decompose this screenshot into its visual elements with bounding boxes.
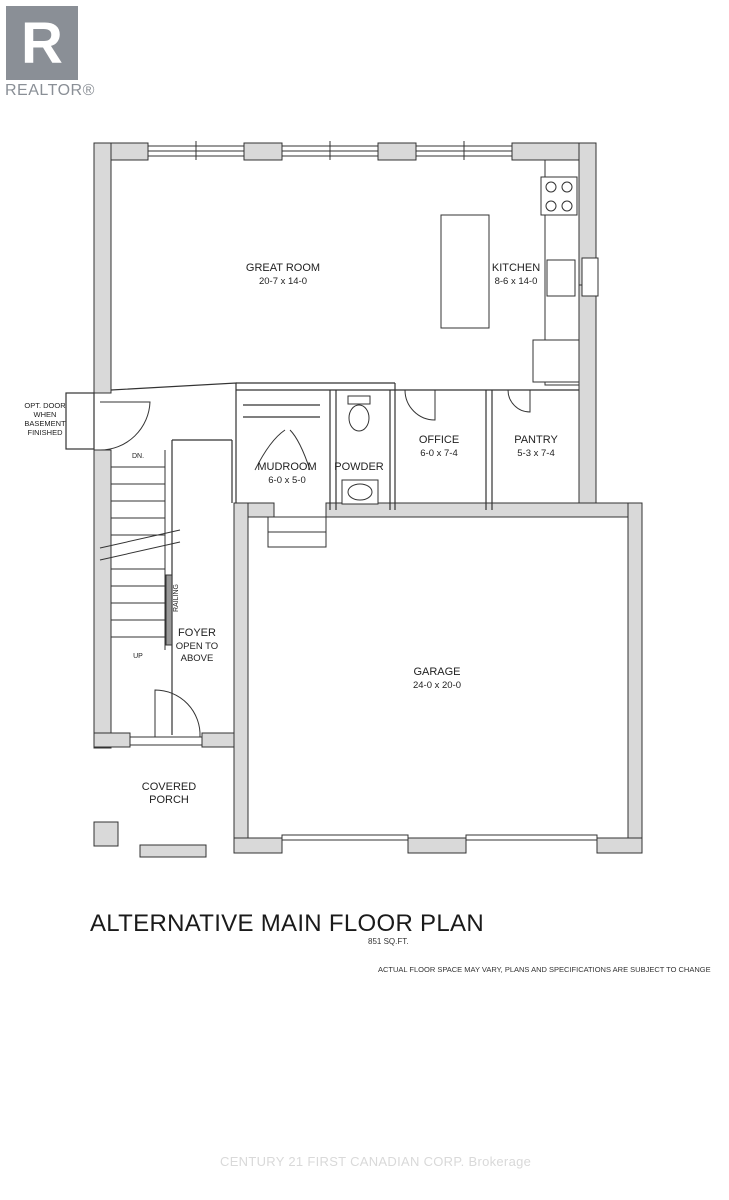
opt-door-note-2: WHEN [34, 410, 57, 419]
plan-area: 851 SQ.FT. [368, 937, 409, 946]
plan-disclaimer: ACTUAL FLOOR SPACE MAY VARY, PLANS AND S… [378, 965, 711, 974]
wall-top-segment-3 [377, 142, 417, 161]
stair-railing [165, 574, 173, 646]
garage-name: GARAGE [413, 666, 460, 678]
pantry-name: PANTRY [514, 434, 558, 446]
mudroom-size: 6-0 x 5-0 [268, 475, 306, 486]
pantry-size: 5-3 x 7-4 [517, 448, 555, 459]
wall-left-lower [93, 449, 112, 749]
railing-label: RAILING [173, 584, 180, 612]
office-name: OFFICE [419, 434, 459, 446]
porch-column [93, 821, 119, 847]
opt-door-note-1: OPT. DOOR [24, 401, 66, 410]
foyer-note-2: ABOVE [181, 653, 214, 664]
staircase [99, 450, 181, 650]
door-swing-pantry [507, 389, 531, 413]
kitchen-island [440, 214, 490, 329]
opt-door-note-3: BASEMENT [24, 419, 66, 428]
porch-step [139, 844, 207, 858]
foyer-note-1: OPEN TO [176, 641, 218, 652]
wall-left-upper [93, 142, 112, 394]
stove [540, 176, 578, 216]
realtor-logo-letter: R [21, 11, 63, 76]
partition-great-room [110, 382, 237, 503]
wall-garage-left [233, 502, 249, 854]
wall-foyer-bottom-right [201, 732, 235, 748]
window-kitchen-side [581, 257, 599, 297]
toilet [348, 404, 370, 432]
wall-garage-bottom-mid [407, 837, 467, 854]
stair-down-label: DN. [132, 453, 144, 460]
kitchen-size: 8-6 x 14-0 [495, 276, 538, 287]
garage-door-1 [281, 834, 409, 841]
wall-garage-bottom-left [233, 837, 283, 854]
realtor-logo[interactable]: R [6, 6, 78, 80]
plan-title: ALTERNATIVE MAIN FLOOR PLAN [90, 910, 484, 937]
powder-name: POWDER [334, 461, 384, 473]
kitchen-sink [546, 259, 576, 297]
wall-top-segment-2 [243, 142, 283, 161]
great-room-name: GREAT ROOM [246, 262, 320, 274]
mudroom-name: MUDROOM [257, 461, 316, 473]
realtor-wordmark: REALTOR® [5, 82, 95, 99]
porch-name-2: PORCH [149, 794, 189, 806]
opt-door-note-4: FINISHED [27, 428, 63, 437]
opt-door-frame [65, 392, 95, 450]
door-swing-mudroom [254, 429, 311, 471]
wall-garage-right [627, 502, 643, 854]
wall-foyer-bottom-left [93, 732, 131, 748]
wall-right-lower [578, 284, 597, 504]
kitchen-name: KITCHEN [492, 262, 540, 274]
garage-size: 24-0 x 20-0 [413, 680, 461, 691]
fridge [532, 339, 580, 383]
wall-garage-top-right [325, 502, 643, 518]
brokerage-watermark: CENTURY 21 FIRST CANADIAN CORP. Brokerag… [220, 1154, 532, 1169]
door-swing-front [154, 689, 201, 738]
stair-up-label: UP [133, 653, 143, 660]
wall-garage-bottom-right [596, 837, 643, 854]
garage-door-2 [465, 834, 598, 841]
front-door-frame [129, 736, 203, 746]
foyer-name: FOYER [178, 627, 216, 639]
office-size: 6-0 x 7-4 [420, 448, 458, 459]
door-swing-opt [99, 401, 151, 451]
great-room-size: 20-7 x 14-0 [259, 276, 307, 287]
door-swing-office [404, 389, 436, 421]
porch-name-1: COVERED [142, 781, 196, 793]
